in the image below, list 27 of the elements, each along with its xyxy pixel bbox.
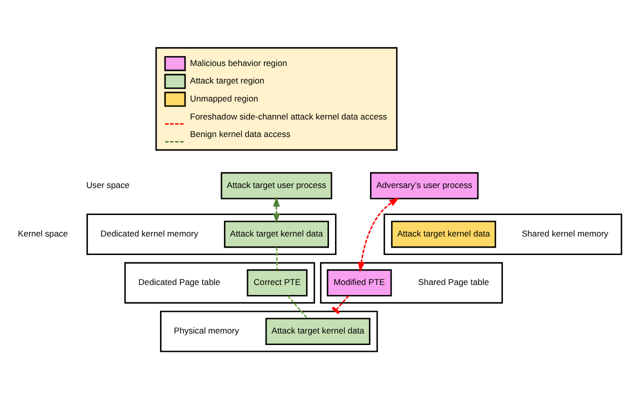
node-label: Shared kernel memory xyxy=(522,228,608,238)
cluster xyxy=(124,262,316,304)
node-box: Attack target user process xyxy=(220,172,332,200)
node-box: Modified PTE xyxy=(326,269,392,296)
legend-label: Benign kernel data access xyxy=(190,129,290,140)
legend-label: Malicious behavior region xyxy=(190,58,288,68)
legend-label: Attack target region xyxy=(190,76,264,86)
legend-label: Unmapped region xyxy=(190,94,258,104)
arrow xyxy=(272,196,280,224)
connector xyxy=(332,295,349,314)
arrow xyxy=(358,197,400,272)
label: User space xyxy=(86,180,130,190)
cluster xyxy=(384,214,622,255)
label: Kernel space xyxy=(18,228,68,238)
node-box: Correct PTE xyxy=(246,269,308,296)
node-label: Shared Page table xyxy=(418,277,490,288)
cluster xyxy=(160,310,378,352)
node-box: Attack target kernel data xyxy=(391,220,496,248)
node-box: Adversary’s user process xyxy=(370,172,479,200)
node-box: Attack target kernel data xyxy=(265,318,370,345)
node-label: Dedicated kernel memory xyxy=(100,228,198,238)
node-box: Attack target kernel data xyxy=(224,220,329,248)
node-label: Physical memory xyxy=(174,326,240,336)
legend-label: Foreshadow side-channel attack kernel data access xyxy=(190,111,388,122)
connector xyxy=(276,247,278,270)
node-label: Dedicated Page table xyxy=(138,277,220,288)
connector xyxy=(287,295,308,319)
